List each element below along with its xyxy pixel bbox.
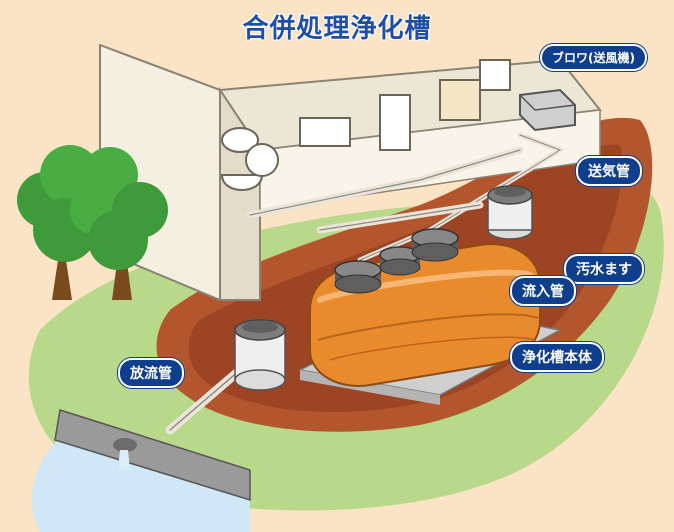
sewage-box [487,185,533,240]
label-inflow-pipe: 流入管 [510,276,576,306]
label-blower: ブロワ(送風機) [540,44,647,71]
waterway [31,409,251,532]
discharge-box [234,319,286,391]
label-discharge-pipe: 放流管 [118,358,184,388]
label-air-pipe: 送気管 [576,156,642,186]
blower-unit [519,88,576,132]
label-tank-body: 浄化槽本体 [510,342,604,372]
page-title: 合併処理浄化槽 [242,14,432,44]
trees [17,145,168,300]
label-sewage-box: 汚水ます [564,254,644,284]
tank-manholes [334,228,459,294]
